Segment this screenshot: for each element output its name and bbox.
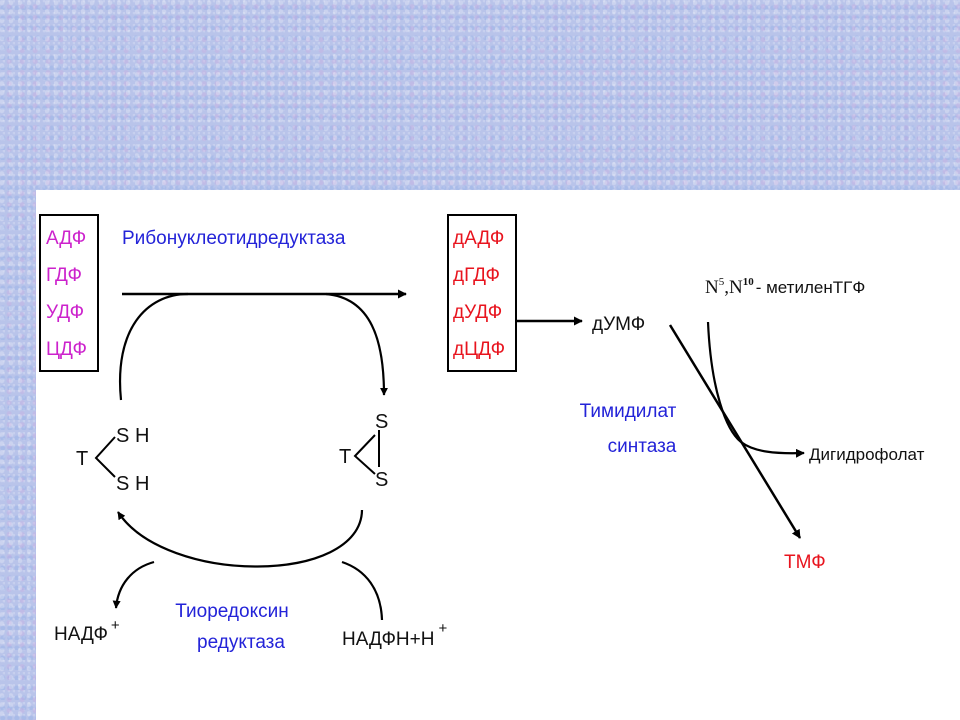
nadp-label: НАДФ+ [54,617,120,645]
disulfide-s-bottom: S [375,469,388,491]
thioredoxin-oxidized-bonds [353,434,376,475]
methylene-thf-label: N5,N10- метиленТГФ [705,276,865,298]
thioredoxin-reduced-t: T [76,448,88,470]
deoxy-gdp: дГДФ [453,265,500,286]
thymidylate-synthase-label-line1: Тимидилат [580,401,677,422]
thioredoxin-oxidized-t: T [339,446,351,468]
dihydrofolate-label: Дигидрофолат [809,445,925,464]
disulfide-s-top: S [375,411,388,433]
ribonucleotide-gdp: ГДФ [46,265,82,286]
thiol-s-top: S [116,425,129,447]
thioredoxin-reductase-label-line1: Тиоредоксин [175,601,288,622]
deoxy-udp: дУДФ [453,302,502,323]
ribonucleotide-cdp: ЦДФ [46,339,87,360]
thiol-s-bottom: S [116,473,129,495]
nadph-label: НАДФН+Н+ [342,620,447,650]
ribonucleotide-udp: УДФ [46,302,84,323]
nadph-input-line [341,560,384,621]
tmp-label: ТМФ [784,552,826,573]
deoxy-cdp: дЦДФ [453,339,505,360]
thymidylate-synthase-label-line2: синтаза [608,436,677,457]
thiol-h-top: H [135,425,149,447]
thioredoxin-oxidation-arc [325,292,388,396]
dump-to-tmp-arrow [668,324,802,539]
ribonucleotide-reductase-label: Рибонуклеотидредуктаза [122,228,346,249]
deoxyribonucleotides-box [447,214,517,372]
deoxy-adp: дАДФ [453,228,504,249]
dna-precursor-synthesis-diagram: АДФ ГДФ УДФ ЦДФ Рибонуклеотидредуктаза T… [39,214,925,653]
thiol-h-bottom: H [135,473,149,495]
cofactor-to-dihydrofolate-arrow [706,321,805,458]
ribonucleotide-adp: АДФ [46,228,86,249]
thioredoxin-regeneration-arc [117,509,364,568]
thioredoxin-reduced-arc [118,292,189,401]
nadp-output-arrow [112,560,155,609]
thioredoxin-reductase-label-line2: редуктаза [197,632,285,653]
ribonucleotides-box [39,214,99,372]
diagram-panel: АДФ ГДФ УДФ ЦДФ Рибонуклеотидредуктаза T… [36,190,960,720]
dump-label: дУМФ [592,314,645,335]
thioredoxin-reduced-bonds [94,436,116,478]
